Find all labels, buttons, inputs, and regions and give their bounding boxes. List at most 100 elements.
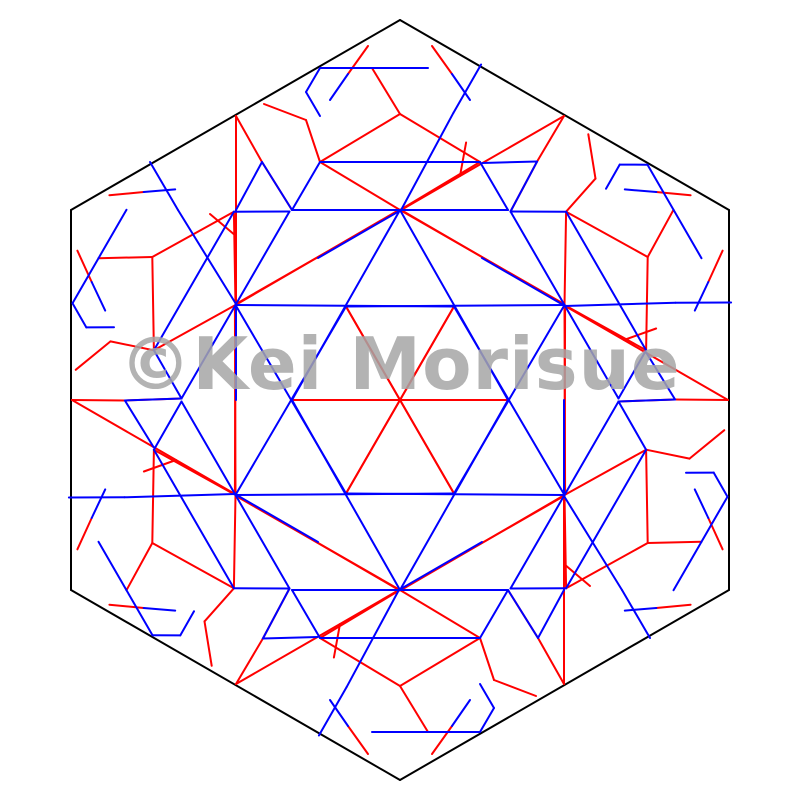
valley-fold-line: [646, 163, 675, 211]
valley-fold-line: [623, 607, 658, 612]
valley-fold-line: [617, 400, 648, 451]
mountain-fold-line: [108, 603, 145, 609]
mountain-fold-line: [151, 256, 155, 352]
mountain-fold-line: [399, 589, 481, 639]
valley-fold-line: [481, 160, 539, 164]
mountain-fold-line: [345, 305, 455, 495]
mountain-fold-line: [646, 208, 675, 258]
valley-fold-line: [305, 91, 321, 117]
valley-fold-line: [565, 210, 648, 352]
mountain-fold-line: [151, 542, 235, 590]
mountain-fold-line: [142, 459, 177, 473]
hexagon-edge: [70, 19, 401, 211]
valley-fold-line: [563, 495, 623, 591]
valley-fold-line: [97, 540, 128, 592]
mountain-fold-line: [400, 162, 484, 211]
valley-fold-line: [291, 209, 401, 401]
mountain-fold-line: [232, 210, 237, 306]
mountain-fold-line: [707, 517, 724, 551]
valley-fold-line: [645, 352, 677, 401]
mountain-fold-line: [536, 115, 565, 163]
hexagon-edge: [399, 19, 730, 211]
mountain-fold-line: [674, 398, 729, 401]
mountain-fold-line: [319, 113, 401, 163]
valley-fold-line: [291, 161, 321, 211]
valley-fold-line: [123, 399, 155, 448]
valley-fold-line: [261, 161, 293, 211]
valley-fold-line: [564, 301, 677, 307]
valley-fold-line: [71, 302, 88, 329]
mountain-fold-line: [565, 177, 597, 213]
mountain-fold-line: [563, 448, 648, 496]
mountain-fold-line: [565, 210, 649, 258]
mountain-fold-line: [564, 305, 648, 354]
valley-fold-line: [149, 161, 179, 211]
valley-fold-line: [71, 257, 100, 305]
valley-fold-line: [397, 541, 483, 591]
mountain-fold-line: [152, 446, 236, 495]
mountain-fold-line: [587, 133, 597, 180]
mountain-fold-line: [655, 603, 692, 609]
mountain-fold-line: [645, 352, 729, 401]
valley-fold-line: [345, 589, 400, 689]
valley-fold-line: [452, 63, 483, 114]
mountain-fold-line: [71, 399, 155, 448]
valley-fold-line: [123, 397, 183, 402]
mountain-fold-line: [108, 191, 145, 197]
mountain-fold-line: [235, 115, 263, 163]
mountain-fold-line: [399, 685, 429, 733]
valley-fold-line: [507, 589, 539, 639]
mountain-fold-line: [316, 589, 400, 638]
mountain-fold-line: [431, 45, 453, 75]
mountain-fold-line: [71, 399, 126, 402]
valley-fold-line: [235, 161, 263, 211]
valley-fold-line: [479, 161, 509, 211]
valley-fold-line: [152, 349, 183, 400]
valley-folds: [67, 63, 733, 737]
mountain-fold-line: [235, 637, 264, 685]
valley-fold-line: [261, 587, 291, 640]
valley-fold-line: [712, 471, 729, 498]
mountain-fold-line: [305, 119, 321, 163]
mountain-fold-line: [493, 679, 537, 697]
mountain-fold-line: [431, 725, 453, 755]
mountain-fold-line: [537, 637, 565, 685]
hexagon-edge: [70, 589, 401, 781]
valley-fold-line: [537, 589, 565, 639]
mountain-fold-line: [203, 587, 235, 623]
valley-fold-line: [700, 495, 729, 543]
mountain-fold-line: [332, 623, 341, 659]
mountain-fold-line: [399, 637, 481, 687]
mountain-fold-line: [235, 636, 319, 685]
mountain-fold-line: [371, 67, 401, 115]
valley-fold-line: [317, 686, 348, 737]
mountain-fold-line: [481, 115, 565, 164]
valley-fold-line: [565, 448, 648, 590]
valley-fold-line: [234, 304, 347, 495]
mountain-fold-line: [125, 542, 154, 592]
valley-fold-line: [125, 589, 154, 637]
mountain-fold-line: [459, 141, 468, 177]
hexagon-edge: [399, 589, 730, 781]
valley-fold-line: [152, 210, 235, 352]
valley-fold-line: [693, 488, 710, 519]
valley-fold-line: [123, 493, 236, 499]
valley-fold-line: [317, 209, 403, 259]
valley-fold-line: [90, 488, 107, 519]
mountain-fold-line: [655, 191, 692, 197]
valley-fold-line: [453, 305, 566, 496]
valley-fold-line: [345, 304, 566, 308]
mountain-fold-line: [707, 249, 724, 283]
mountain-fold-line: [74, 340, 112, 371]
valley-fold-line: [152, 400, 183, 451]
valley-fold-line: [142, 607, 177, 612]
valley-fold-line: [451, 73, 471, 101]
mountain-fold-line: [623, 327, 658, 341]
valley-fold-line: [329, 699, 349, 727]
valley-fold-line: [329, 73, 349, 101]
valley-fold-line: [400, 111, 455, 211]
valley-fold-line: [617, 349, 648, 400]
valley-fold-line: [233, 493, 319, 543]
valley-fold-line: [623, 188, 658, 193]
valley-fold-line: [479, 683, 495, 709]
